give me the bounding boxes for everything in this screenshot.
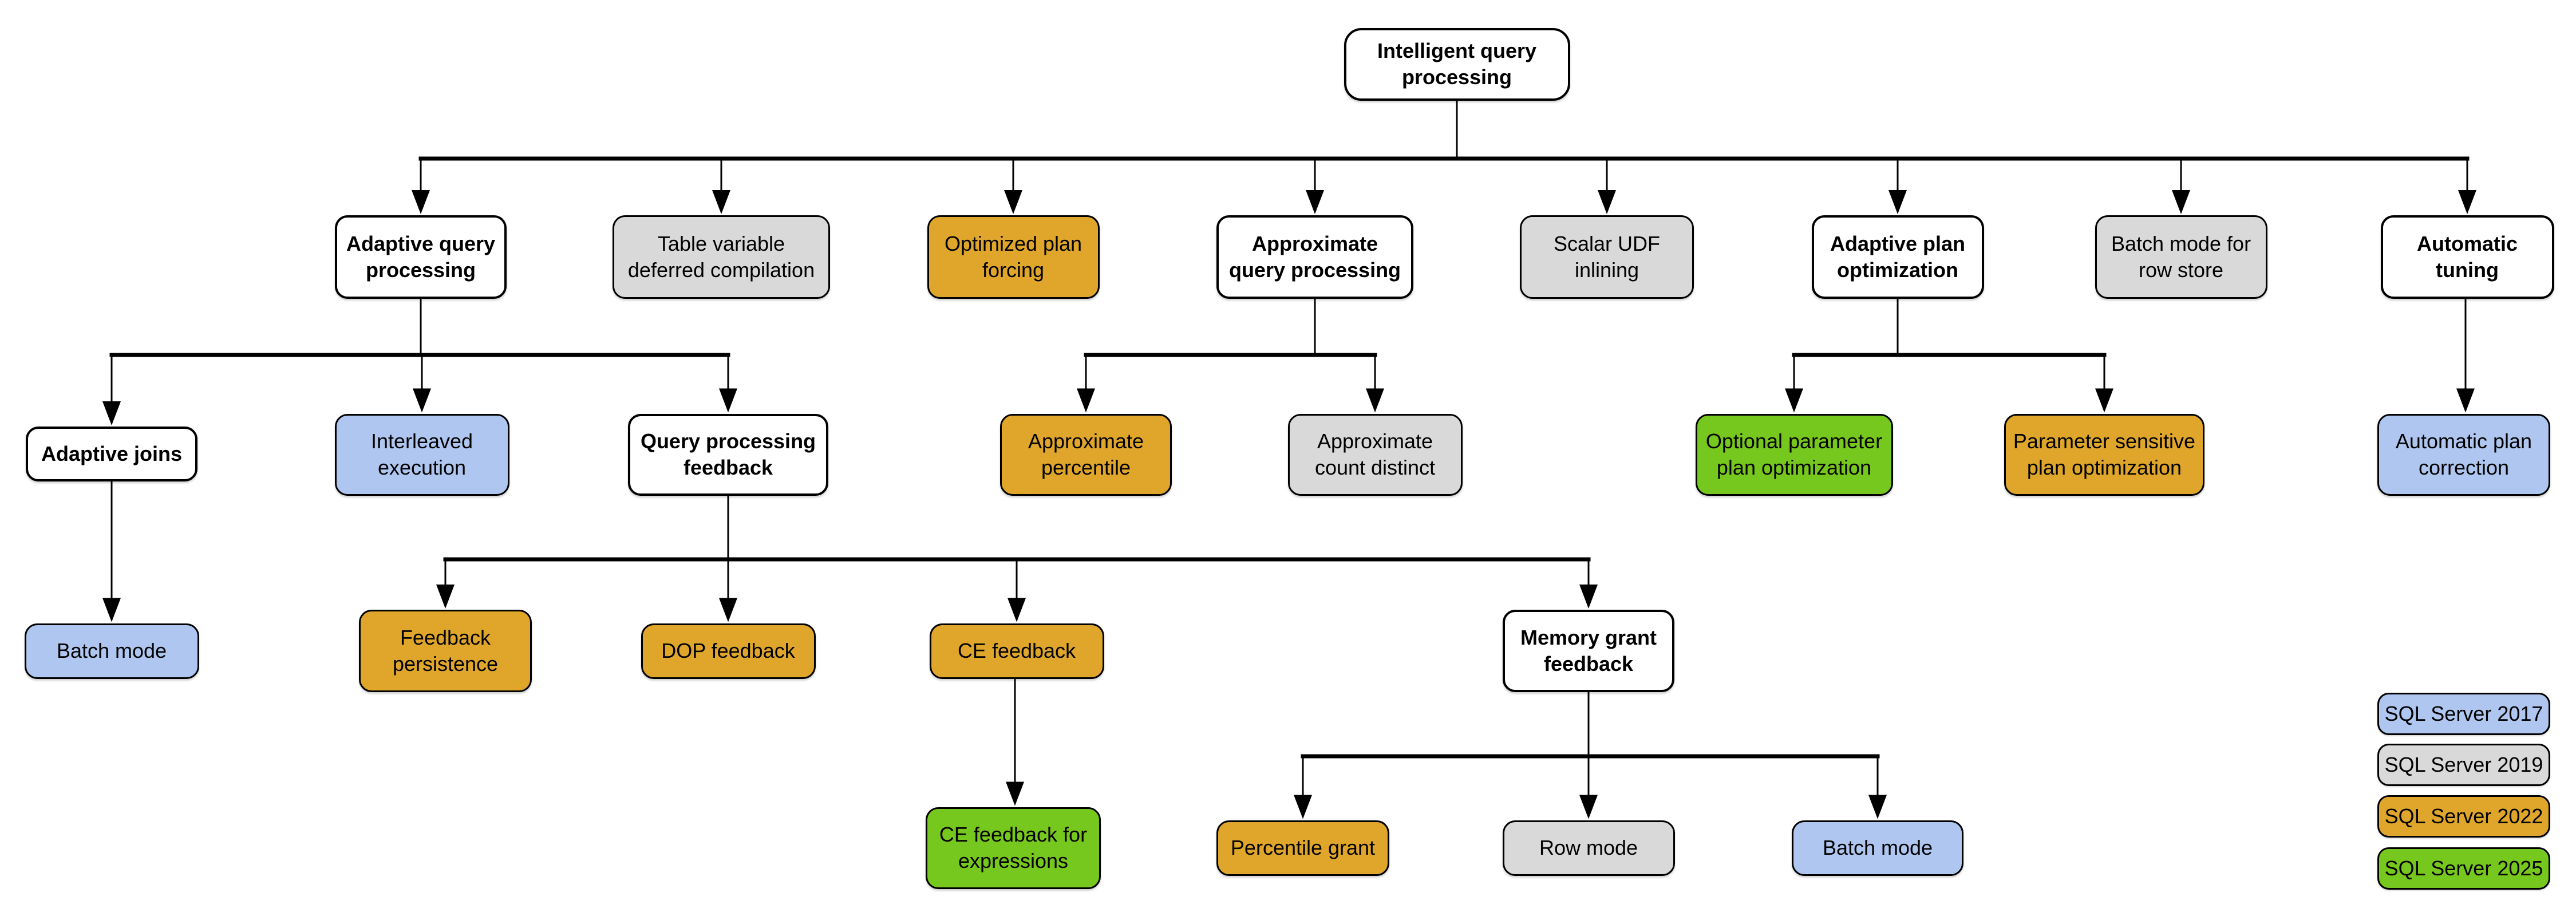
node-aqp: Adaptive query processing (335, 215, 507, 299)
node-rm: Row mode (1502, 820, 1675, 876)
node-at: Automatic tuning (2380, 215, 2554, 299)
node-cef: CE feedback (929, 623, 1104, 679)
node-sudf: Scalar UDF inlining (1520, 215, 1694, 299)
node-bm5: Batch mode (1792, 820, 1963, 876)
node-acd: Approximate count distinct (1287, 413, 1463, 496)
node-opf: Optimized plan forcing (927, 215, 1100, 299)
node-ap: Approximate percentile (1000, 413, 1172, 496)
node-bm4: Batch mode (24, 623, 199, 679)
node-aj: Adaptive joins (26, 427, 197, 481)
node-fp: Feedback persistence (359, 610, 532, 692)
node-bmrs: Batch mode for row store (2095, 215, 2267, 299)
legend-item-sql-server-2025: SQL Server 2025 (2377, 847, 2550, 890)
legend-item-sql-server-2022: SQL Server 2022 (2377, 795, 2550, 838)
node-tvdc: Table variable deferred compilation (613, 215, 830, 299)
node-dop: DOP feedback (641, 623, 816, 679)
legend-item-sql-server-2019: SQL Server 2019 (2377, 744, 2550, 786)
node-pg: Percentile grant (1216, 820, 1389, 876)
node-oppo: Optional parameter plan optimization (1695, 413, 1893, 496)
legend-item-sql-server-2017: SQL Server 2017 (2377, 693, 2550, 735)
node-ie: Interleaved execution (334, 413, 509, 496)
node-pspo: Parameter sensitive plan optimization (2004, 413, 2204, 496)
node-iqp: Intelligent query processing (1344, 27, 1570, 101)
node-apc: Automatic plan correction (2377, 413, 2550, 496)
node-mgf: Memory grant feedback (1503, 610, 1674, 692)
node-cefe: CE feedback for expressions (926, 807, 1101, 889)
node-aqproc: Approximate query processing (1216, 215, 1413, 299)
node-qpf: Query processing feedback (628, 413, 828, 496)
node-apo: Adaptive plan optimization (1811, 215, 1984, 299)
